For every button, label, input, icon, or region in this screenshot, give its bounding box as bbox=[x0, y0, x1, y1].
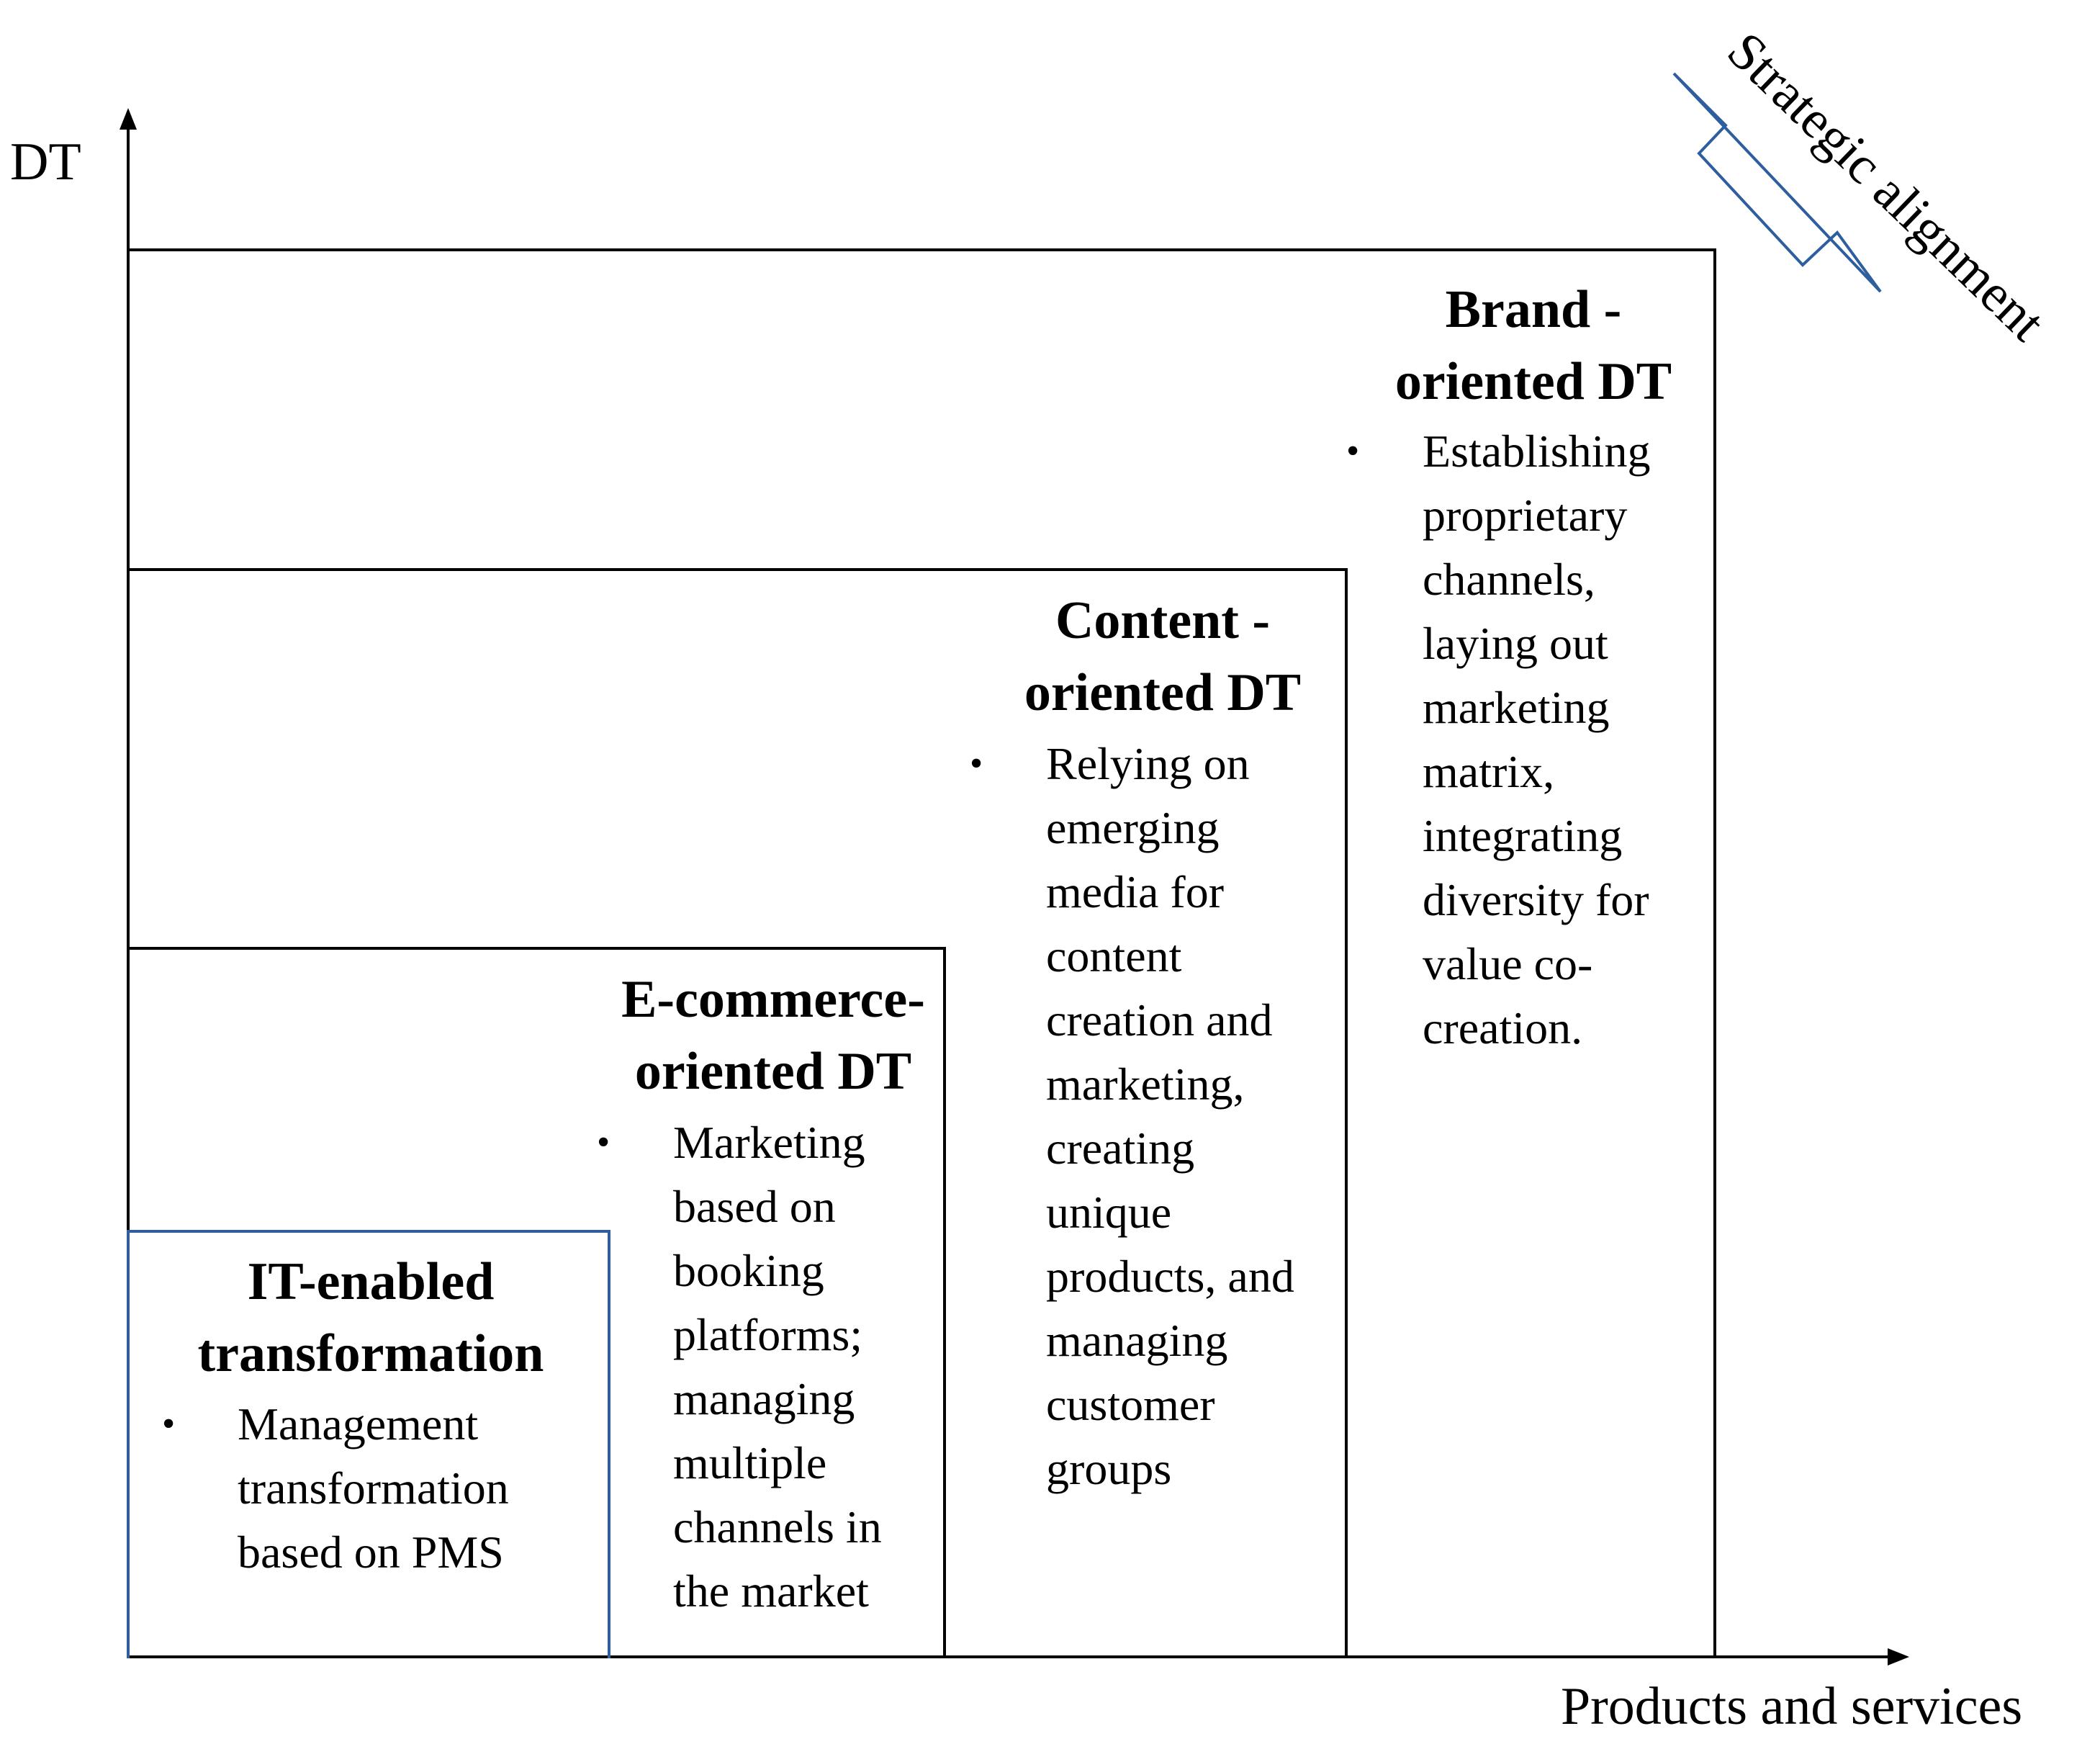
x-axis-label: Products and services bbox=[1561, 1677, 2023, 1736]
bullet-dot: • bbox=[597, 1122, 610, 1163]
y-axis-arrowhead bbox=[120, 108, 137, 130]
bullet-dot: • bbox=[970, 743, 983, 784]
stage-title-it-enabled-transformation: IT-enabled transformation bbox=[197, 1252, 544, 1383]
stage-title-content-oriented-dt: Content - oriented DT bbox=[1024, 591, 1302, 722]
bullet-dot: • bbox=[1346, 431, 1360, 472]
stage-title-ecommerce-oriented-dt: E-commerce- oriented DT bbox=[621, 970, 925, 1101]
y-axis-label: DT bbox=[10, 132, 81, 192]
stage-it-enabled-transformation bbox=[127, 1230, 610, 1658]
stage-title-brand-oriented-dt: Brand - oriented DT bbox=[1394, 280, 1672, 411]
strategic-alignment-arrow-icon bbox=[1672, 72, 1882, 293]
bullet-dot: • bbox=[162, 1403, 176, 1444]
x-axis-arrowhead bbox=[1888, 1648, 1909, 1666]
